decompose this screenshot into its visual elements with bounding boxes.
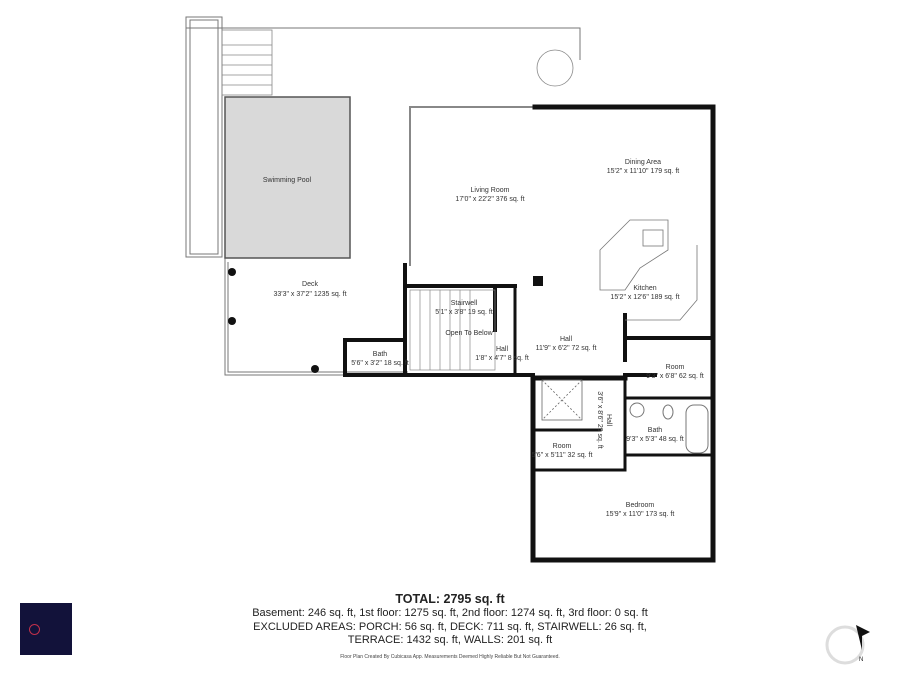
size-hall-small: 1'8" x 4'7" 8 sq. ft — [475, 355, 529, 362]
label-dining: Dining Area — [625, 159, 661, 166]
size-bedroom: 15'9" x 11'0" 173 sq. ft — [606, 511, 675, 518]
size-deck: 33'3" x 37'2" 1235 sq. ft — [273, 291, 346, 298]
label-hall-small: Hall — [496, 346, 509, 353]
walls — [343, 104, 716, 563]
structural-column — [533, 276, 543, 286]
label-hall-main: Hall — [560, 336, 573, 343]
label-bedroom: Bedroom — [626, 502, 655, 509]
credit-note: Floor Plan Created By Cubicasa App. Meas… — [340, 653, 560, 660]
size-dining: 15'2" x 11'10" 179 sq. ft — [607, 168, 680, 175]
size-stairwell: 5'1" x 3'8" 19 sq. ft — [435, 309, 493, 316]
size-hall-main: 11'9" x 6'2" 72 sq. ft — [536, 345, 597, 352]
label-bath-right: Bath — [648, 427, 663, 434]
label-pool: Swimming Pool — [263, 177, 312, 184]
size-bath-right: 9'3" x 5'3" 48 sq. ft — [626, 436, 684, 443]
size-room-small: 5'6" x 5'11" 32 sq. ft — [532, 452, 593, 459]
deck-posts — [228, 268, 319, 373]
size-living: 17'0" x 22'2" 376 sq. ft — [455, 196, 524, 203]
label-bath-left: Bath — [373, 351, 388, 358]
size-bath-left: 5'6" x 3'2" 18 sq. ft — [351, 360, 409, 367]
room-labels: Swimming Pool Deck 33'3" x 37'2" 1235 sq… — [263, 159, 704, 518]
kitchen-island — [599, 219, 698, 321]
size-room-right: 9'3" x 6'8" 62 sq. ft — [646, 373, 704, 380]
floor-plan: Swimming Pool Deck 33'3" x 37'2" 1235 sq… — [185, 16, 716, 563]
label-room-small: Room — [553, 443, 572, 450]
excluded-areas-2: TERRACE: 1432 sq. ft, WALLS: 201 sq. ft — [347, 634, 553, 646]
bathtub — [629, 402, 709, 454]
label-hall-vertical: Hall — [605, 414, 612, 427]
label-living: Living Room — [471, 187, 510, 194]
label-room-right: Room — [666, 364, 685, 371]
size-kitchen: 15'2" x 12'6" 189 sq. ft — [610, 294, 679, 301]
label-open-to-below: Open To Below — [445, 330, 493, 337]
elevator-shaft — [541, 379, 583, 421]
label-stairwell: Stairwell — [451, 300, 478, 307]
photographer-logo — [20, 603, 72, 655]
floor-areas: Basement: 246 sq. ft, 1st floor: 1275 sq… — [252, 607, 648, 619]
size-hall-vertical: 3'6" x 8'6" 29 sq. ft — [596, 391, 603, 449]
exterior-stairs — [221, 29, 574, 96]
logo-emblem-icon — [29, 624, 40, 635]
area-summary: TOTAL: 2795 sq. ft Basement: 246 sq. ft,… — [0, 592, 900, 660]
label-deck: Deck — [302, 281, 318, 288]
interior-stairs — [409, 289, 496, 371]
total-area: TOTAL: 2795 sq. ft — [395, 592, 505, 606]
swimming-pool — [224, 96, 351, 259]
excluded-areas-1: EXCLUDED AREAS: PORCH: 56 sq. ft, DECK: … — [253, 620, 647, 633]
label-kitchen: Kitchen — [633, 285, 656, 292]
